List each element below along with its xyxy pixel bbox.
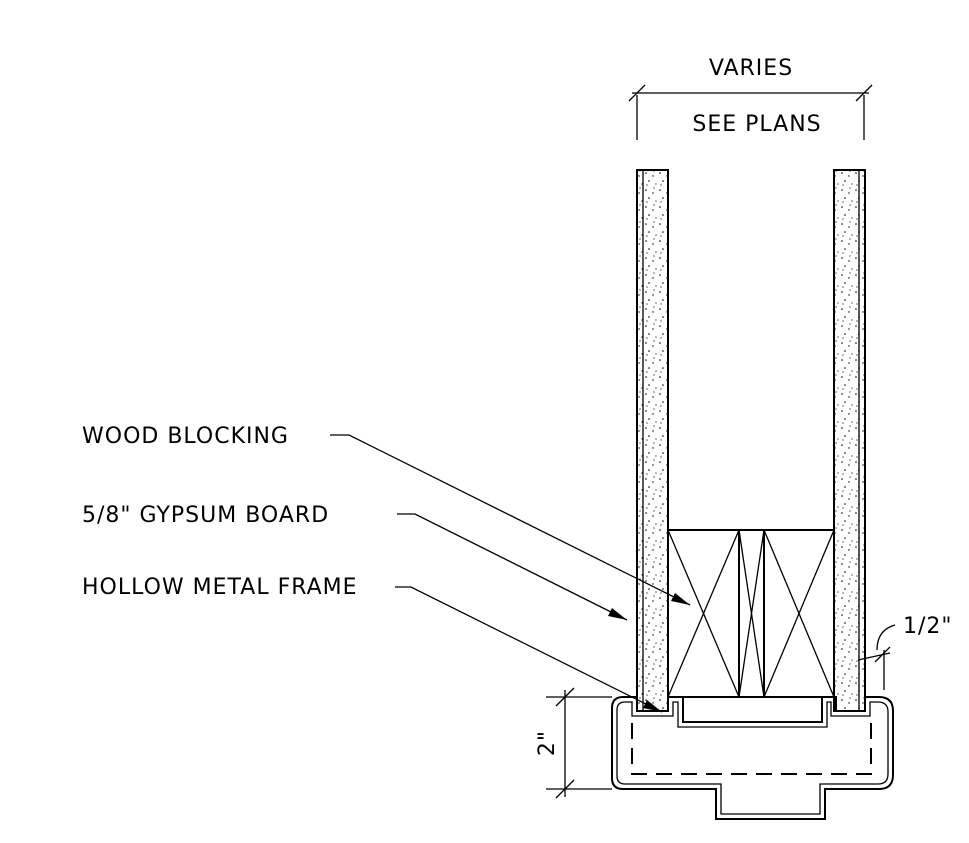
dim-see-plans-text: SEE PLANS <box>692 112 821 137</box>
dim-varies-text: VARIES <box>709 56 793 81</box>
dim-2in-text: 2" <box>535 730 560 756</box>
leader-gypsum-board: 5/8" GYPSUM BOARD <box>82 503 628 621</box>
leader-wood-blocking: WOOD BLOCKING <box>82 424 691 606</box>
wood-blocking <box>667 529 835 698</box>
right-dimension: 1/2" <box>857 614 953 690</box>
dim-half-inch-text: 1/2" <box>903 614 953 639</box>
leader-hollow-metal-frame: HOLLOW METAL FRAME <box>82 575 663 713</box>
label-hollow-metal-frame: HOLLOW METAL FRAME <box>82 575 358 600</box>
right-gypsum-board <box>833 169 866 712</box>
hollow-metal-frame <box>611 696 894 820</box>
left-dimension: 2" <box>535 687 612 799</box>
top-dimension: VARIES SEE PLANS <box>628 56 873 140</box>
left-gypsum-board <box>636 169 669 712</box>
label-gypsum-board: 5/8" GYPSUM BOARD <box>82 503 329 528</box>
label-wood-blocking: WOOD BLOCKING <box>82 424 289 449</box>
